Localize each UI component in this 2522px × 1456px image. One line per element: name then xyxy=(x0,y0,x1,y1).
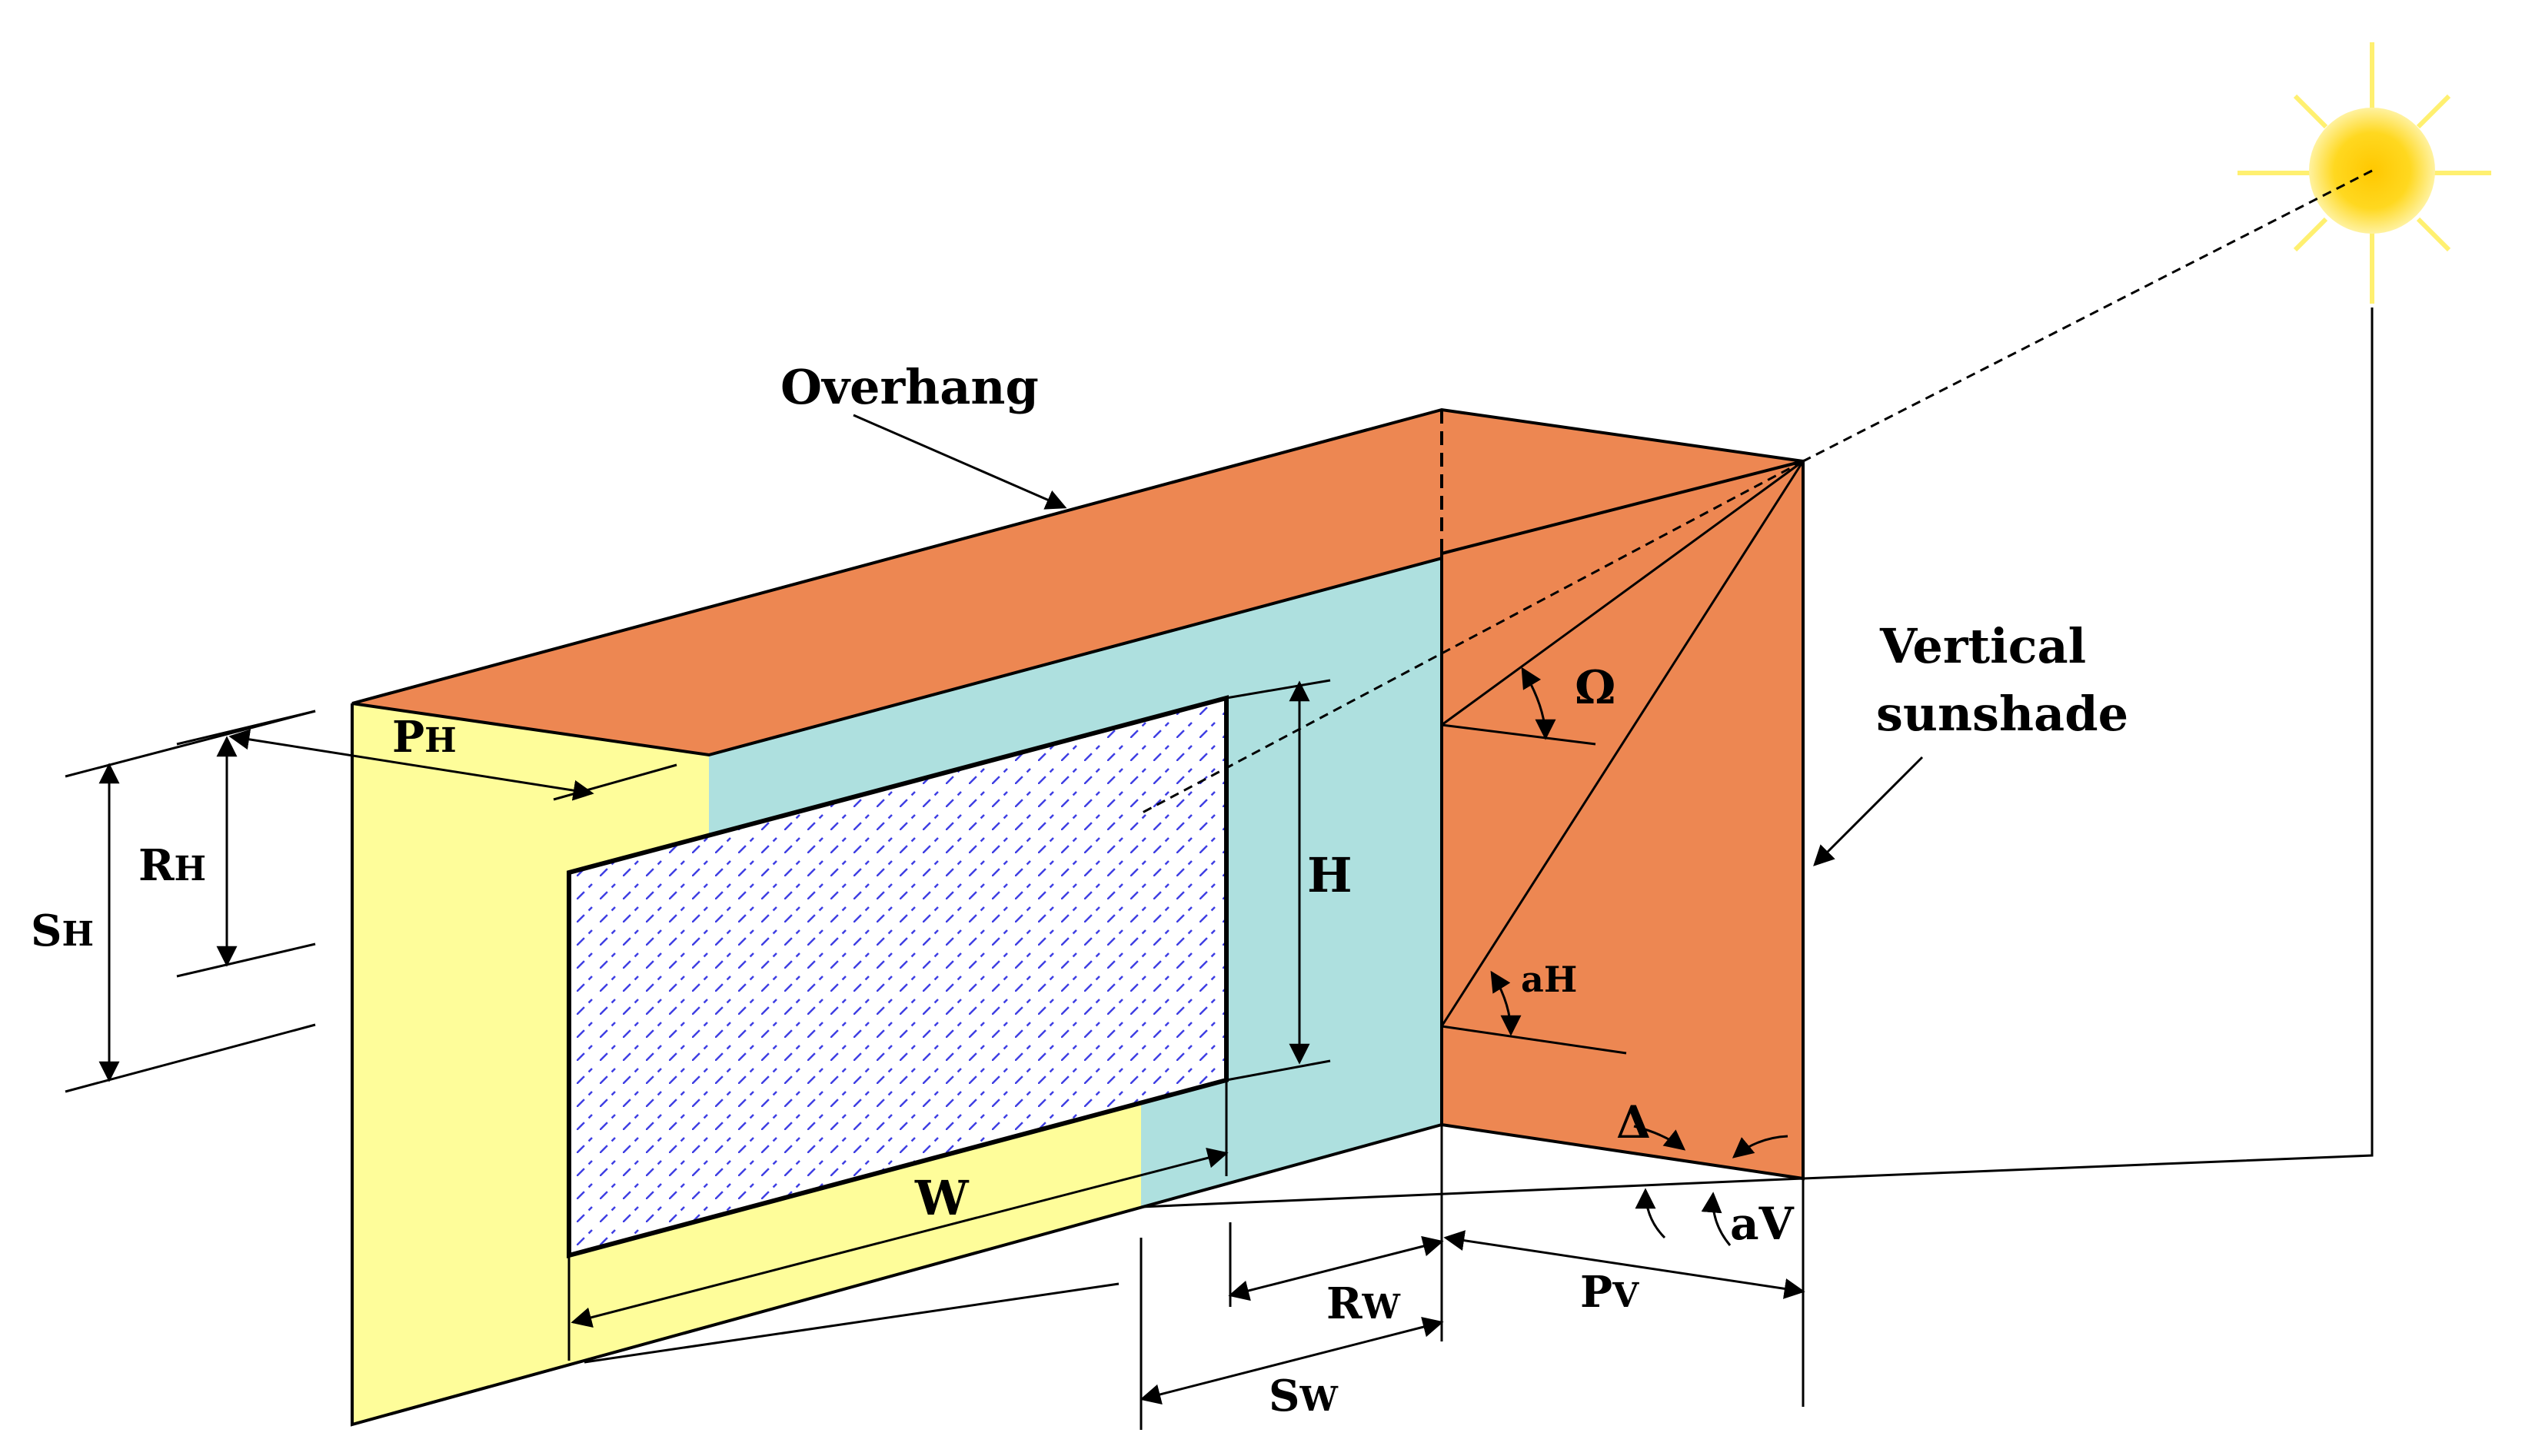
rw-label: RW xyxy=(1326,1278,1401,1329)
sw-dimension xyxy=(1140,1316,1444,1405)
rh-ext-bottom xyxy=(176,942,316,978)
sun-ray-extension xyxy=(1140,460,1804,815)
delta-arc-right xyxy=(1732,1135,1788,1158)
h-ext-bottom xyxy=(1226,1059,1331,1082)
delta-label: Δ xyxy=(1616,1096,1651,1149)
omega-baseline xyxy=(1441,723,1596,746)
pv-dimension xyxy=(1443,1230,1805,1299)
sh-ext-bottom xyxy=(65,1023,316,1093)
sw-label: SW xyxy=(1269,1371,1338,1421)
ray-on-sunshade xyxy=(1440,460,1805,1027)
ah-label: aH xyxy=(1521,959,1577,1000)
overhang-leader xyxy=(853,414,1067,510)
rh-label: RH xyxy=(138,840,206,891)
sun-icon xyxy=(2238,42,2491,304)
shadow-region xyxy=(709,553,1442,1207)
rw-dimension xyxy=(1228,1235,1444,1301)
ray-projection xyxy=(1441,460,1804,726)
vertical-label: Vertical xyxy=(1879,618,2086,674)
sunshade-leader xyxy=(1813,756,1924,866)
pv-label: PV xyxy=(1580,1267,1639,1318)
ah-arc xyxy=(1490,970,1522,1036)
ah-baseline xyxy=(1441,1025,1627,1055)
h-ext-top xyxy=(1226,679,1331,700)
av-label: aV xyxy=(1730,1198,1795,1250)
w-dimension xyxy=(571,1148,1229,1328)
ph-extension xyxy=(553,763,677,801)
sh-label: SH xyxy=(31,906,94,956)
w-lower-line xyxy=(584,1282,1120,1364)
vertical-sunshade xyxy=(1440,459,1805,1181)
omega-arc xyxy=(1521,667,1556,740)
h-label: H xyxy=(1307,847,1352,903)
sunshade-label: sunshade xyxy=(1876,686,2128,742)
ph-dimension xyxy=(228,729,594,801)
delta-arc-left xyxy=(1633,1125,1686,1151)
ph-label: PH xyxy=(392,712,457,763)
av-arc-left xyxy=(1635,1188,1666,1239)
w-label: W xyxy=(914,1170,970,1226)
av-baseline xyxy=(1140,1177,1804,1208)
sun-projection-line xyxy=(1802,307,2374,1180)
overhang-label: Overhang xyxy=(780,359,1039,415)
av-arc-right xyxy=(1701,1192,1732,1246)
omega-label: Ω xyxy=(1575,661,1615,715)
window-hatch xyxy=(569,698,1226,1255)
sun-ray xyxy=(1802,169,2373,463)
